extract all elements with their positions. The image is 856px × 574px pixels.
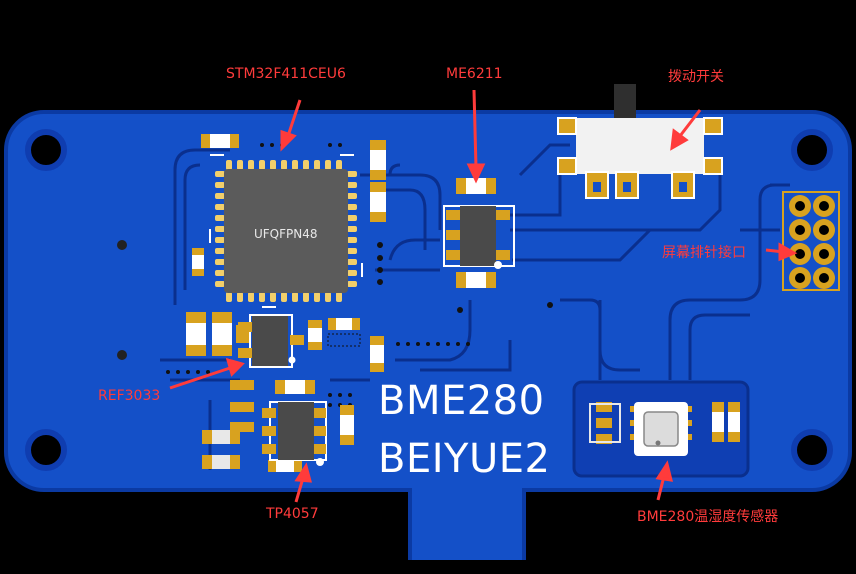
mounting-holes [25,129,833,471]
sensor-island [572,380,750,478]
slide-switch [557,84,723,199]
callout-arrows [169,89,798,503]
callout-ref: REF3033 [98,388,161,404]
callout-header: 屏幕排针接口 [662,245,746,261]
callout-charger: TP4057 [266,506,319,522]
silkscreen-line-2: BEIYUE2 [378,436,551,482]
screen-header [782,191,840,291]
ref-chip [238,314,304,368]
callout-switch: 拨动开关 [668,69,724,85]
usb-tab [412,488,522,569]
callout-mcu: STM32F411CEU6 [226,66,346,82]
callout-sensor: BME280温湿度传感器 [637,509,779,525]
charger-chip [262,401,327,466]
traces [160,143,790,470]
ldo-chip [443,205,515,269]
mcu-chip [209,154,363,308]
callout-ldo: ME6211 [446,66,503,82]
silkscreen-line-1: BME280 [378,378,545,424]
mcu-package-label: UFQFPN48 [254,227,318,241]
